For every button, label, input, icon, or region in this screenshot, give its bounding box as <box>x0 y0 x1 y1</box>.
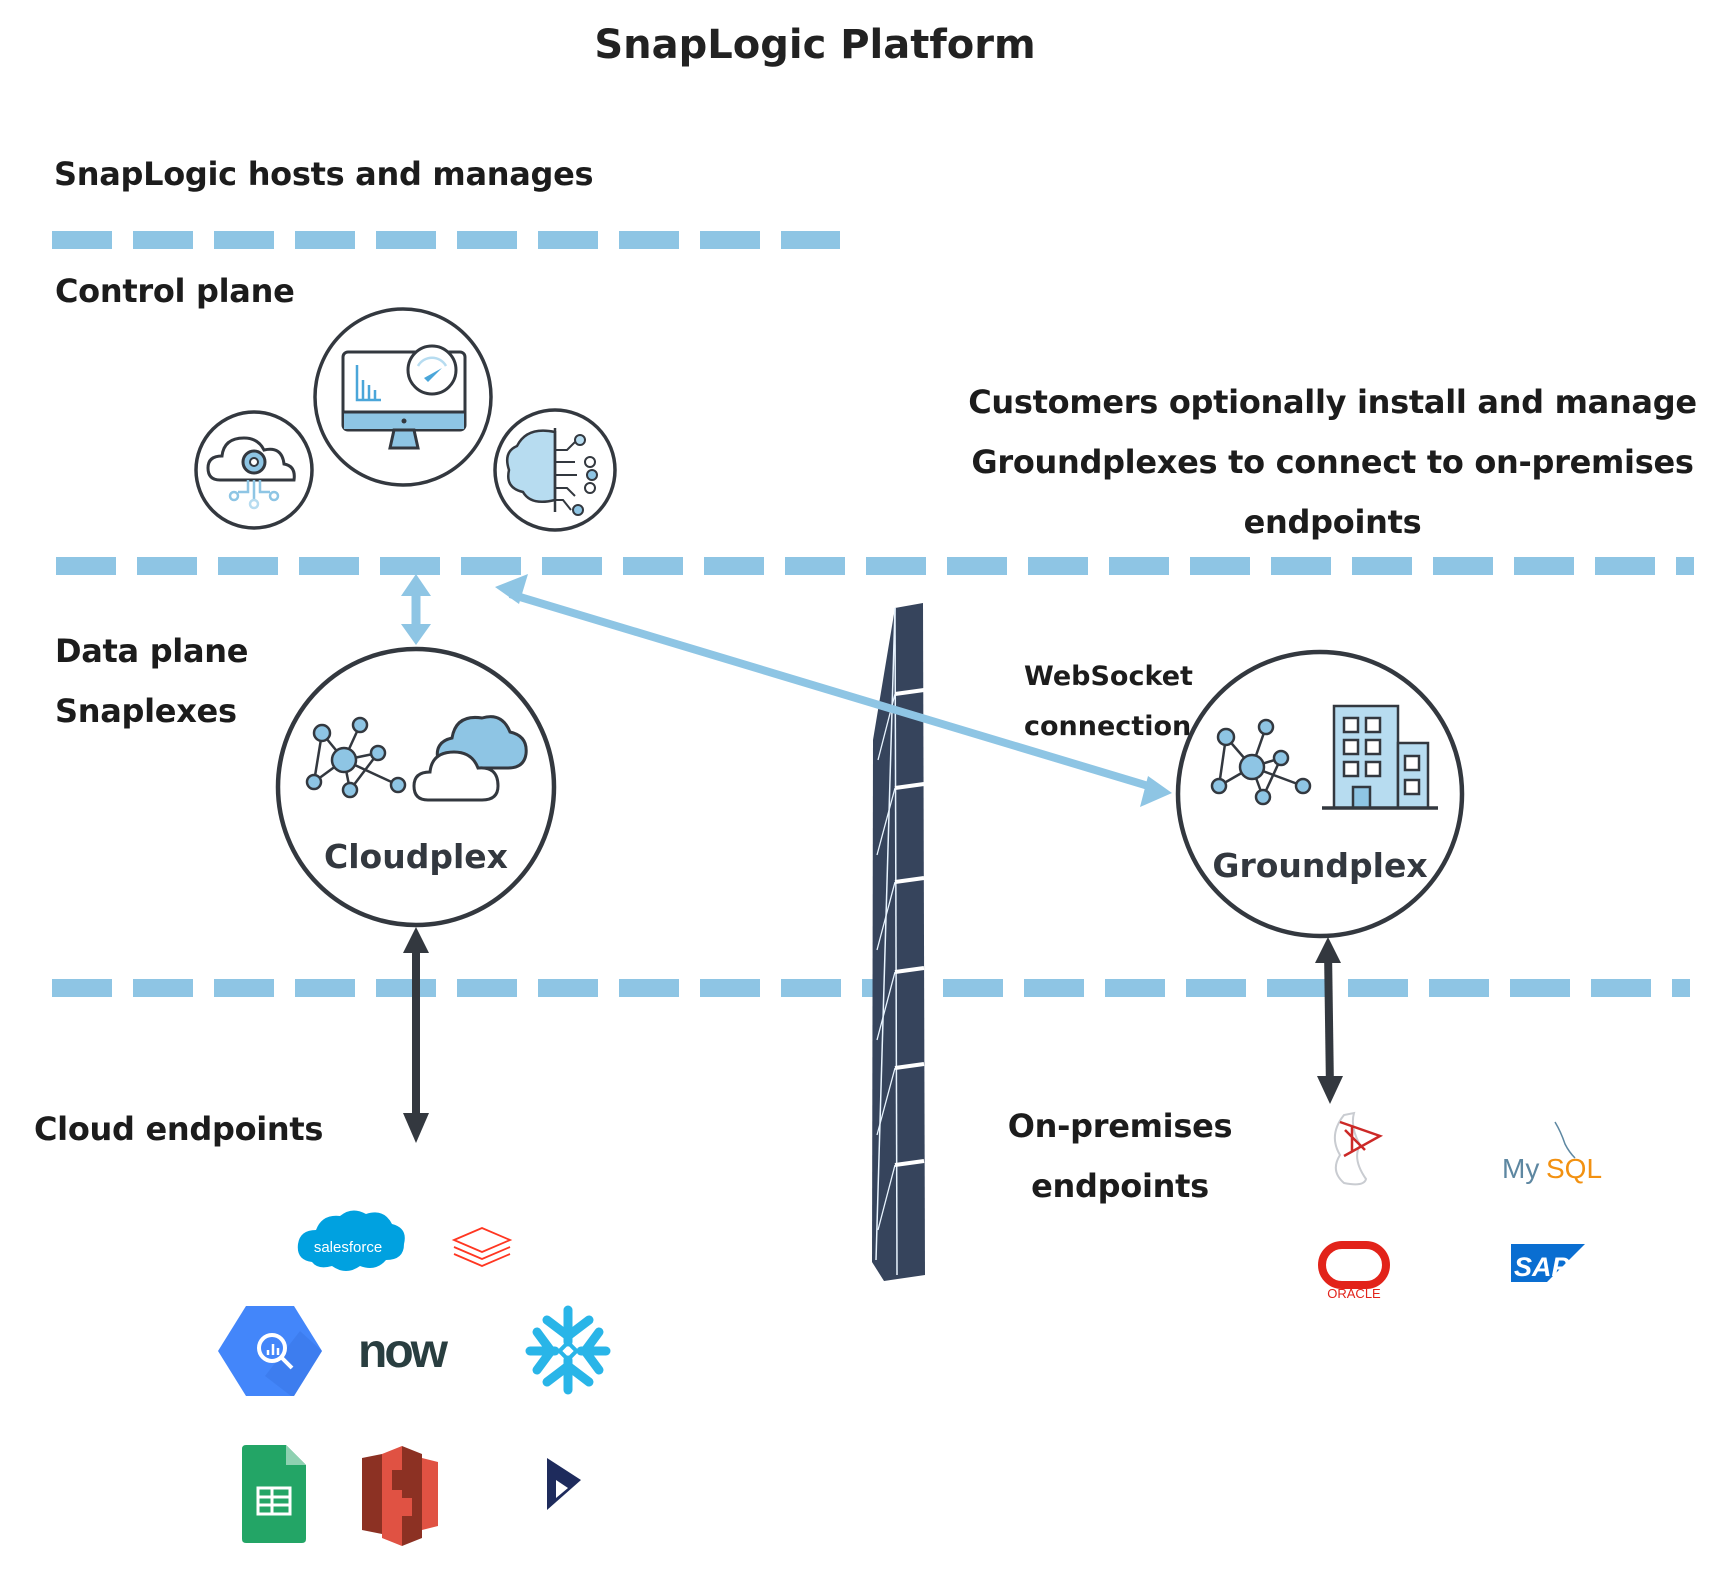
network-icon <box>305 716 407 799</box>
onprem-label-line-2: endpoints <box>1031 1167 1209 1205</box>
hosts-label: SnapLogic hosts and manages <box>54 155 594 193</box>
snaplexes-label: Snaplexes <box>55 692 237 730</box>
cloudplex-node[interactable]: Cloudplex <box>275 646 557 928</box>
customers-note-line-2: Groundplexes to connect to on-premises <box>971 443 1694 481</box>
sql-server-logo <box>1333 1111 1384 1186</box>
monitor-dashboard-icon <box>313 307 493 487</box>
amazon-s3-logo <box>362 1446 438 1546</box>
onprem-endpoints-label: On-premises endpoints <box>985 1096 1255 1216</box>
mysql-logo: My SQL <box>1502 1121 1602 1184</box>
customers-note: Customers optionally install and manage … <box>940 372 1725 552</box>
sap-logo-text: SAP <box>1514 1252 1571 1282</box>
websocket-label-line-1: WebSocket <box>1024 661 1193 692</box>
websocket-label-line-2: connection <box>1024 711 1192 742</box>
servicenow-logo: now <box>358 1325 452 1378</box>
groundplex-node[interactable]: Groundplex <box>1175 649 1465 939</box>
cloudplex-label: Cloudplex <box>324 837 508 876</box>
control-plane-label: Control plane <box>55 272 295 310</box>
mysql-logo-text-sql: SQL <box>1546 1153 1602 1184</box>
google-bigquery-logo <box>218 1306 322 1396</box>
building-icon <box>1322 704 1438 810</box>
mysql-logo-text-my: My <box>1502 1153 1539 1184</box>
cloud-gear-icon <box>194 410 314 530</box>
cloudplex-endpoints-arrow <box>403 927 429 1143</box>
google-sheets-logo <box>242 1445 306 1543</box>
cloud-icon <box>412 715 528 802</box>
customers-note-line-1: Customers optionally install and manage <box>968 383 1697 421</box>
snowflake-logo <box>525 1305 611 1395</box>
websocket-connection-arrow <box>495 574 1172 807</box>
websocket-label: WebSocket connection <box>1024 652 1193 752</box>
oracle-logo-text: ORACLE <box>1327 1286 1381 1301</box>
onprem-label-line-1: On-premises <box>1007 1107 1233 1145</box>
data-plane-label: Data plane <box>55 632 249 670</box>
customers-note-line-3: endpoints <box>1243 503 1422 541</box>
cloud-endpoints-label: Cloud endpoints <box>34 1110 324 1148</box>
network-icon <box>1210 718 1312 806</box>
control-to-cloudplex-arrow <box>401 574 431 645</box>
brain-circuit-icon <box>493 408 617 532</box>
groundplex-endpoints-arrow <box>1315 937 1343 1104</box>
dynamics-365-logo <box>547 1458 581 1510</box>
diagram-title: SnapLogic Platform <box>594 22 1036 68</box>
firewall-icon <box>872 603 925 1281</box>
databricks-logo <box>451 1227 513 1267</box>
groundplex-label: Groundplex <box>1212 846 1427 885</box>
salesforce-logo-text: salesforce <box>314 1239 382 1256</box>
oracle-logo: ORACLE <box>1318 1241 1390 1301</box>
sap-logo: SAP <box>1511 1244 1585 1282</box>
salesforce-logo: salesforce <box>297 1210 405 1271</box>
servicenow-logo-text: now <box>358 1325 449 1378</box>
